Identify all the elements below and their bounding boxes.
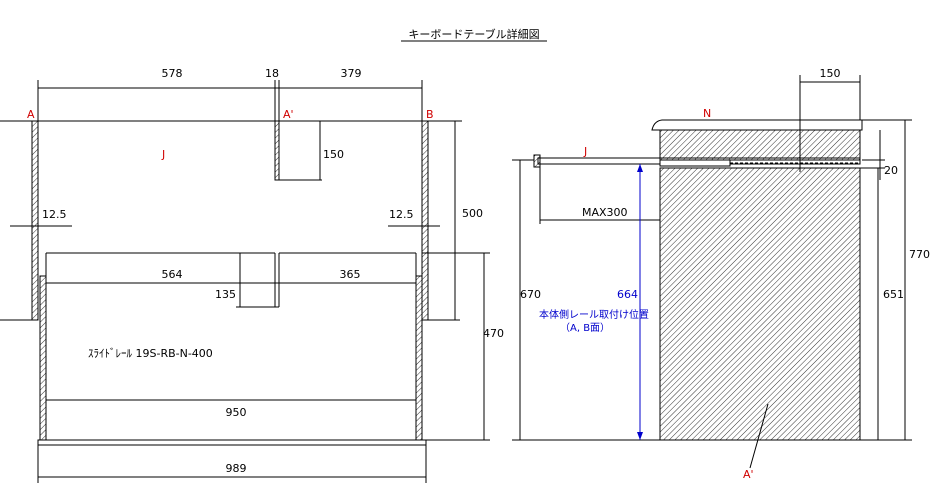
dim-label-notch-150: 150	[323, 148, 344, 161]
dim-label-18: 18	[265, 67, 279, 80]
dim-label-max300: MAX300	[582, 206, 628, 219]
dim-label-left-offset: 12.5	[42, 208, 67, 221]
dim-label-651: 651	[883, 288, 904, 301]
label-b: B	[426, 108, 434, 121]
slide-rail-side	[659, 159, 731, 167]
slide-rail-note: ｽﾗｲﾄﾞﾚｰﾙ 19S-RB-N-400	[88, 347, 213, 360]
rail-box	[659, 129, 861, 161]
dim-label-578: 578	[162, 67, 183, 80]
dim-label-950: 950	[226, 406, 247, 419]
side-dim-label-150: 150	[820, 67, 841, 80]
dim-label-989: 989	[226, 462, 247, 475]
slide-rail-right	[415, 275, 423, 441]
top-board	[651, 119, 863, 131]
left-panel	[31, 120, 39, 321]
label-a: A	[27, 108, 35, 121]
dim-label-365: 365	[340, 268, 361, 281]
dim-label-20: 20	[884, 164, 898, 177]
dim-label-379: 379	[341, 67, 362, 80]
label-a-prime-side: A'	[743, 468, 754, 481]
dim-label-770: 770	[909, 248, 930, 261]
rail-note-line1: 本体側レール取付け位置	[539, 308, 649, 321]
label-j-side: J	[583, 145, 587, 158]
arrow-664-top	[637, 164, 643, 172]
dim-label-500: 500	[462, 207, 483, 220]
slide-rail-left	[39, 275, 47, 441]
arrow-664-bottom	[637, 432, 643, 440]
diagram-title: キーボードテーブル詳細図	[408, 27, 539, 41]
dim-label-664: 664	[617, 288, 638, 301]
dim-label-470: 470	[483, 327, 504, 340]
center-notch	[274, 120, 280, 181]
dim-label-135: 135	[215, 288, 236, 301]
cabinet-body	[659, 167, 861, 441]
dim-label-564: 564	[162, 268, 183, 281]
label-j: J	[161, 148, 165, 161]
side-view: N 150 A' J MAX300 670 664 本体側レール取付	[512, 67, 930, 481]
bottom-board	[37, 439, 427, 446]
right-panel	[421, 120, 429, 321]
keyboard-tray-end	[533, 154, 541, 168]
leader-a-prime	[749, 403, 769, 469]
front-view: 578 18 379 A A' B J 150 12.5 12.5 500 56…	[0, 67, 504, 483]
rail-note-line2: （A, B面）	[560, 322, 610, 334]
dim-label-670: 670	[520, 288, 541, 301]
dim-label-right-offset: 12.5	[389, 208, 414, 221]
label-a-prime: A'	[283, 108, 294, 121]
label-n: N	[703, 107, 711, 120]
